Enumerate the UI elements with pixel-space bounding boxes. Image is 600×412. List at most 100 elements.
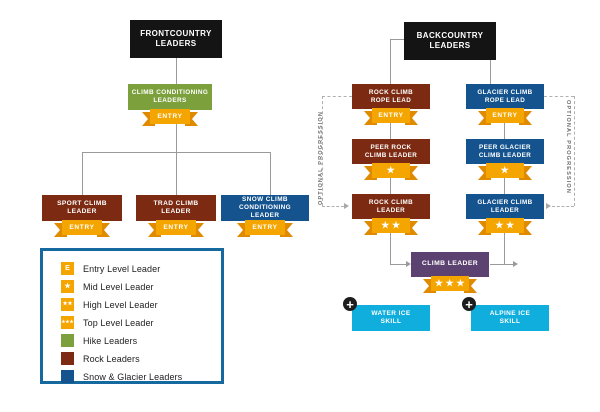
conditioning-line1: CLIMB CONDITIONING — [131, 89, 209, 97]
connector-glacier-to-climbleader-v — [504, 219, 505, 264]
node-trad-climb-leader: TRAD CLIMB LEADER — [136, 195, 216, 221]
legend-row-entry: E Entry Level Leader — [61, 260, 221, 277]
ribbon-tail-left — [364, 111, 377, 125]
node-glacier-climb-rope-lead: GLACIER CLIMB ROPE LEAD — [466, 84, 544, 109]
node-peer-rock-climb-leader: PEER ROCK CLIMB LEADER — [352, 139, 430, 164]
optional-right-bottom-dash — [552, 206, 574, 207]
connector-frontcountry-root-down — [176, 58, 177, 84]
node-sport-climb-leader: SPORT CLIMB LEADER — [42, 195, 122, 221]
ribbon-band: ENTRY — [150, 109, 190, 124]
star-icon-group: ★★ — [495, 221, 515, 230]
connector-glacier-1-2 — [504, 109, 505, 139]
connector-rock-2-3 — [390, 164, 391, 194]
connector-backcountry-left-h — [390, 39, 404, 40]
ribbon-label: ENTRY — [163, 224, 189, 231]
node-frontcountry-leaders: FRONTCOUNTRY LEADERS — [130, 20, 222, 58]
star-icon: ★ — [445, 278, 455, 288]
ribbon-tail-right — [519, 221, 532, 235]
ribbon-band: ENTRY — [486, 108, 524, 123]
connector-drop-snow — [270, 152, 271, 195]
hike-leaders-swatch-icon — [61, 334, 74, 347]
peer-rock-line1: PEER ROCK — [370, 143, 412, 151]
node-water-ice-skill: WATER ICE SKILL — [352, 305, 430, 331]
connector-drop-trad — [176, 152, 177, 195]
legend-label: Rock Leaders — [83, 353, 140, 364]
plus-glyph: + — [465, 296, 473, 312]
node-snow-climb-conditioning-leader: SNOW CLIMB CONDITIONING LEADER — [221, 195, 309, 221]
plus-glyph: + — [346, 296, 354, 312]
ribbon-tail-left — [364, 166, 377, 180]
ribbon-peer-glacier-stars: ★ — [478, 163, 532, 180]
high-level-stars-icon: ★★ — [61, 298, 74, 311]
ribbon-label: ENTRY — [252, 224, 278, 231]
optional-progression-label-right: OPTIONAL PROGRESSION — [565, 100, 571, 195]
legend-row-snow-glacier: Snow & Glacier Leaders — [61, 368, 221, 385]
ribbon-tail-right — [519, 111, 532, 125]
ribbon-conditioning-entry: ENTRY — [142, 109, 198, 126]
legend-label: Top Level Leader — [83, 317, 154, 328]
peer-glacier-line2: CLIMB LEADER — [478, 151, 532, 159]
star-icon-group: ★★★ — [435, 279, 465, 288]
legend-glyph: ★★★ — [61, 319, 74, 325]
connector-rock-to-climbleader-h — [390, 264, 406, 265]
plus-icon-water-ice: + — [343, 297, 357, 311]
legend-row-hike: Hike Leaders — [61, 332, 221, 349]
ribbon-rock-leader-stars: ★★ — [364, 218, 418, 235]
star-icon: ★ — [495, 220, 504, 230]
connector-backcountry-right-v — [490, 60, 491, 84]
ribbon-tail-right — [191, 223, 204, 237]
node-backcountry-leaders: BACKCOUNTRY LEADERS — [404, 22, 496, 60]
node-glacier-climb-leader: GLACIER CLIMB LEADER — [466, 194, 544, 219]
glacier-rope-line1: GLACIER CLIMB — [477, 88, 533, 96]
legend-panel: E Entry Level Leader ★ Mid Level Leader … — [40, 248, 224, 384]
mid-level-star-icon: ★ — [61, 280, 74, 293]
star-icon: ★ — [506, 220, 515, 230]
backcountry-root-line2: LEADERS — [429, 41, 471, 50]
glacier-leader-line1: GLACIER CLIMB — [477, 198, 533, 206]
snowcond-line2: CONDITIONING LEADER — [238, 204, 292, 219]
ribbon-tail-right — [405, 221, 418, 235]
ribbon-label: ENTRY — [69, 224, 95, 231]
star-icon-group: ★ — [501, 166, 510, 175]
ribbon-tail-right — [405, 111, 418, 125]
legend-label: Entry Level Leader — [83, 263, 161, 274]
plus-icon-alpine-ice: + — [462, 297, 476, 311]
connector-drop-sport — [82, 152, 83, 195]
ribbon-band: ★ — [372, 163, 410, 178]
legend-label: Mid Level Leader — [83, 281, 154, 292]
ribbon-rock-rope-entry: ENTRY — [364, 108, 418, 125]
legend-glyph: ★★ — [62, 300, 73, 307]
rock-rope-line1: ROCK CLIMB — [368, 88, 414, 96]
star-icon: ★ — [500, 165, 510, 175]
ribbon-tail-left — [364, 221, 377, 235]
snow-glacier-leaders-swatch-icon — [61, 370, 74, 383]
ribbon-tail-right — [185, 112, 198, 126]
ribbon-tail-left — [478, 166, 491, 180]
node-climb-conditioning-leaders: CLIMB CONDITIONING LEADERS — [128, 84, 212, 110]
legend-label: Snow & Glacier Leaders — [83, 371, 183, 382]
legend-label: High Level Leader — [83, 299, 158, 310]
legend-label: Hike Leaders — [83, 335, 138, 346]
rock-leaders-swatch-icon — [61, 352, 74, 365]
glacier-leader-line2: LEADER — [490, 206, 520, 214]
frontcountry-root-line2: LEADERS — [155, 39, 197, 48]
connector-glacier-2-3 — [504, 164, 505, 194]
connector-glacier-to-climbleader-h — [490, 264, 515, 265]
ribbon-glacier-leader-stars: ★★ — [478, 218, 532, 235]
ribbon-tail-left — [423, 279, 436, 293]
ribbon-label: ENTRY — [157, 113, 183, 120]
legend-row-top: ★★★ Top Level Leader — [61, 314, 221, 331]
ribbon-glacier-rope-entry: ENTRY — [478, 108, 532, 125]
ribbon-tail-right — [97, 223, 110, 237]
ribbon-peer-rock-stars: ★ — [364, 163, 418, 180]
snowcond-line1: SNOW CLIMB — [242, 196, 288, 204]
ribbon-trad-entry: ENTRY — [148, 220, 204, 237]
star-icon-group: ★ — [387, 166, 396, 175]
ribbon-band: ENTRY — [245, 220, 285, 235]
ribbon-band: ★★ — [372, 218, 410, 233]
ribbon-tail-left — [142, 112, 155, 126]
ribbon-band: ENTRY — [156, 220, 196, 235]
ribbon-sport-entry: ENTRY — [54, 220, 110, 237]
star-icon-group: ★★ — [381, 221, 401, 230]
ribbon-snow-entry: ENTRY — [237, 220, 293, 237]
